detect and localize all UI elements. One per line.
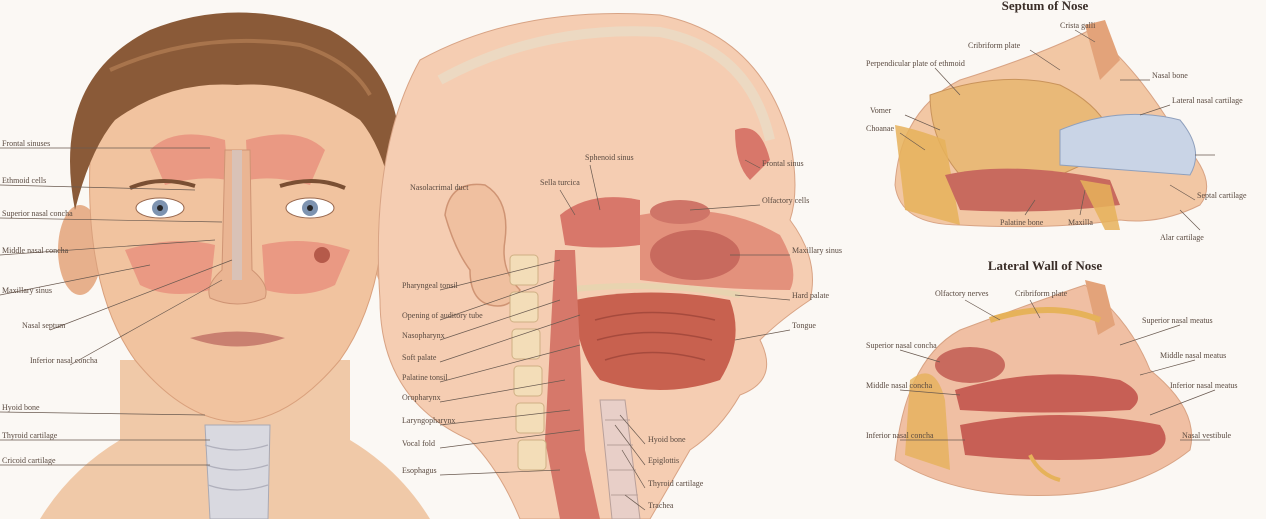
label-opening-auditory-tube: Opening of auditory tube — [402, 311, 483, 320]
label-nasal-septum: Nasal septum — [22, 321, 66, 330]
label-inferior-nasal-concha-lateral: Inferior nasal concha — [866, 431, 934, 440]
label-nasal-vestibule: Nasal vestibule — [1182, 431, 1232, 440]
label-cricoid-cartilage: Cricoid cartilage — [2, 456, 56, 465]
superior-concha — [935, 347, 1005, 383]
label-ethmoid-cells: Ethmoid cells — [2, 176, 46, 185]
label-hard-palate: Hard palate — [792, 291, 830, 300]
lateral-title: Lateral Wall of Nose — [988, 258, 1102, 273]
label-oropharynx: Oropharynx — [402, 393, 441, 402]
label-cribriform-plate-septum: Cribriform plate — [968, 41, 1021, 50]
label-hyoid-bone-face: Hyoid bone — [2, 403, 40, 412]
label-pharyngeal-tonsil: Pharyngeal tonsil — [402, 281, 459, 290]
label-superior-nasal-concha-lateral: Superior nasal concha — [866, 341, 937, 350]
label-maxilla: Maxilla — [1068, 218, 1093, 227]
label-palatine-bone: Palatine bone — [1000, 218, 1044, 227]
label-superior-nasal-concha: Superior nasal concha — [2, 209, 73, 218]
inferior-concha-lateral — [960, 415, 1166, 460]
label-soft-palate: Soft palate — [402, 353, 437, 362]
label-nasolacrimal-duct: Nasolacrimal duct — [410, 183, 469, 192]
label-vocal-fold: Vocal fold — [402, 439, 435, 448]
label-cribriform-plate-lateral: Cribriform plate — [1015, 289, 1068, 298]
frontal-sinus-right — [246, 134, 325, 185]
septum-panel: Septum of Nose — [895, 0, 1215, 230]
label-frontal-sinus: Frontal sinus — [762, 159, 804, 168]
olfactory-area — [650, 200, 710, 224]
label-superior-nasal-meatus: Superior nasal meatus — [1142, 316, 1213, 325]
label-inferior-nasal-meatus: Inferior nasal meatus — [1170, 381, 1238, 390]
label-sphenoid-sinus: Sphenoid sinus — [585, 153, 634, 162]
face-labels: Frontal sinuses Ethmoid cells Superior n… — [2, 139, 98, 465]
label-trachea: Trachea — [648, 501, 674, 510]
label-maxillary-sinus: Maxillary sinus — [2, 286, 52, 295]
label-epiglottis: Epiglottis — [648, 456, 679, 465]
label-perpendicular-plate: Perpendicular plate of ethmoid — [866, 59, 965, 68]
inferior-concha — [650, 230, 740, 280]
label-nasopharynx: Nasopharynx — [402, 331, 445, 340]
label-alar-cartilage: Alar cartilage — [1160, 233, 1204, 242]
label-inferior-nasal-concha: Inferior nasal concha — [30, 356, 98, 365]
label-crista-galli: Crista galli — [1060, 21, 1096, 30]
label-thyroid-cartilage-sagittal: Thyroid cartilage — [648, 479, 704, 488]
label-tongue: Tongue — [792, 321, 816, 330]
label-middle-nasal-meatus: Middle nasal meatus — [1160, 351, 1226, 360]
label-maxillary-sinus-sagittal: Maxillary sinus — [792, 246, 842, 255]
face-panel — [0, 13, 430, 519]
label-septal-cartilage: Septal cartilage — [1197, 191, 1247, 200]
label-sella-turcica: Sella turcica — [540, 178, 580, 187]
thyroid-cartilage — [205, 425, 270, 519]
label-laryngopharynx: Laryngopharynx — [402, 416, 455, 425]
label-middle-nasal-concha-lateral: Middle nasal concha — [866, 381, 933, 390]
label-lateral-nasal-cartilage: Lateral nasal cartilage — [1172, 96, 1243, 105]
label-nasal-bone: Nasal bone — [1152, 71, 1188, 80]
label-middle-nasal-concha: Middle nasal concha — [2, 246, 69, 255]
label-olfactory-nerves: Olfactory nerves — [935, 289, 989, 298]
septal-cartilage — [1060, 114, 1196, 175]
label-palatine-tonsil: Palatine tonsil — [402, 373, 448, 382]
nasal-septum — [232, 150, 242, 280]
label-frontal-sinuses: Frontal sinuses — [2, 139, 50, 148]
label-olfactory-cells: Olfactory cells — [762, 196, 809, 205]
label-vomer: Vomer — [870, 106, 892, 115]
septum-title: Septum of Nose — [1002, 0, 1089, 13]
label-esophagus: Esophagus — [402, 466, 437, 475]
label-choanae: Choanae — [866, 124, 894, 133]
sagittal-panel — [378, 13, 812, 519]
label-hyoid-bone-sagittal: Hyoid bone — [648, 435, 686, 444]
label-thyroid-cartilage-face: Thyroid cartilage — [2, 431, 58, 440]
tongue — [575, 293, 736, 391]
